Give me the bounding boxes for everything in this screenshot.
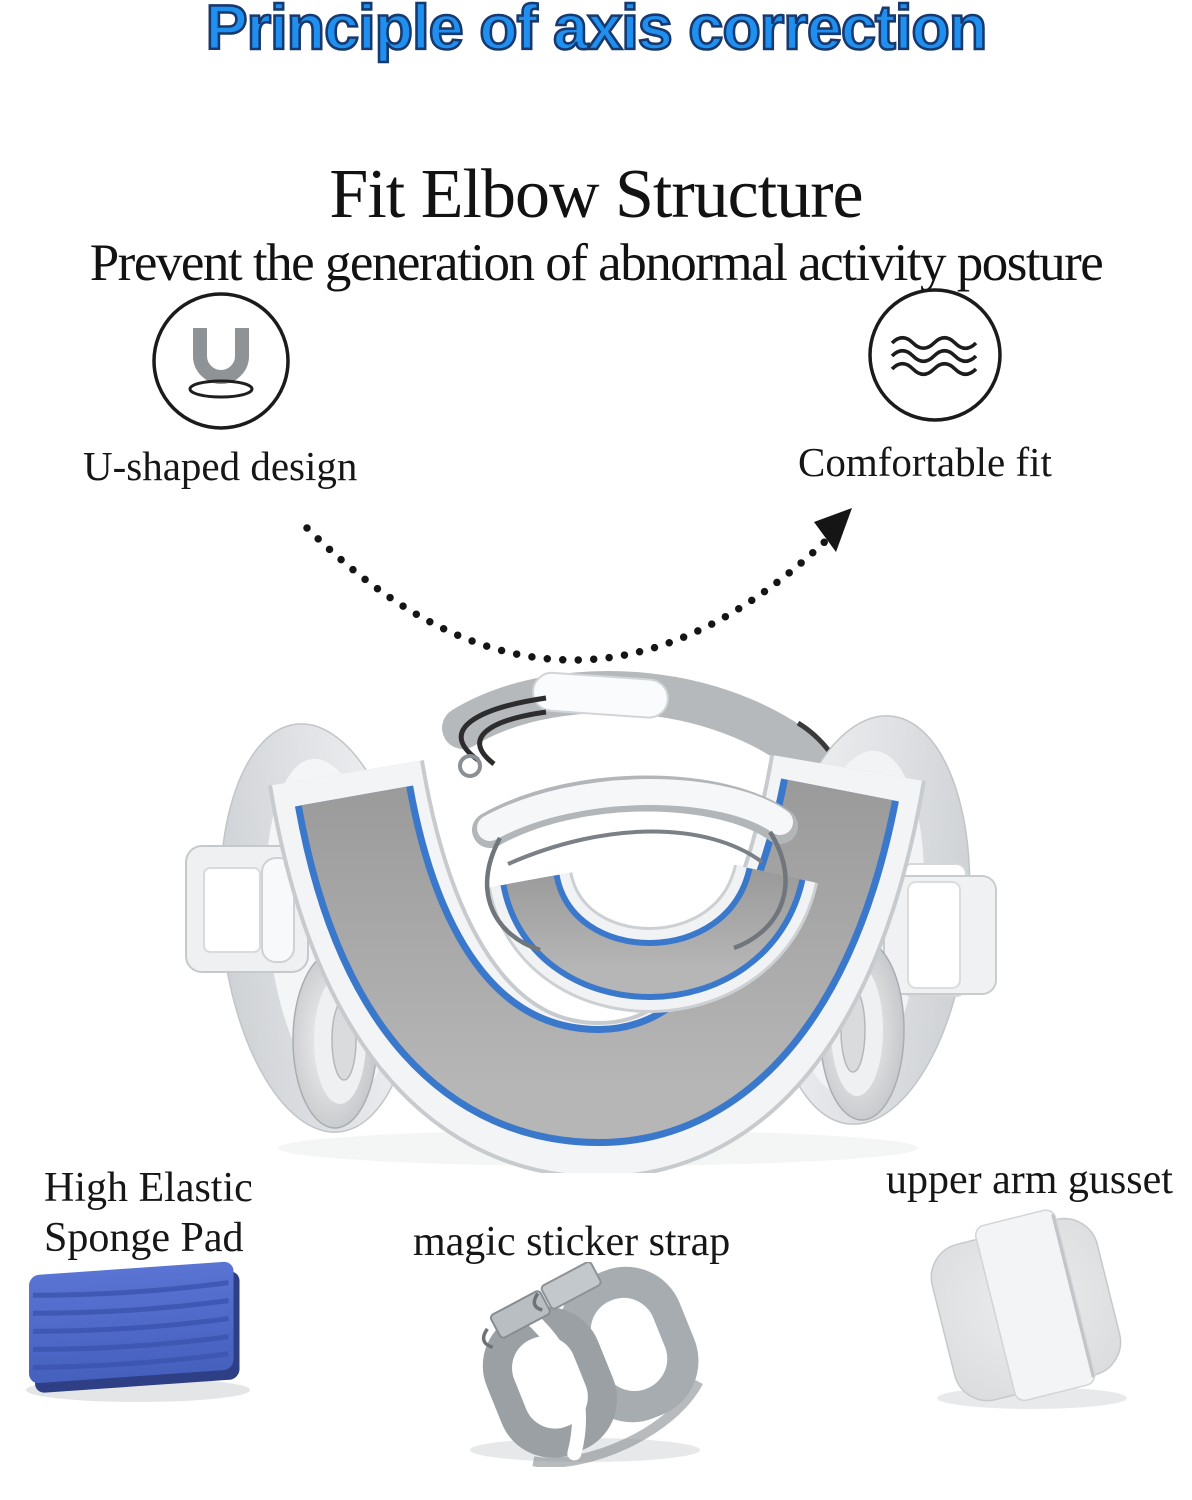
product-image: [185, 671, 997, 1173]
part-label-sticker-strap: magic sticker strap: [413, 1219, 731, 1265]
part-label-arm-gusset: upper arm gusset: [886, 1157, 1173, 1203]
feature-label-comfortable: Comfortable fit: [798, 439, 1052, 485]
waves-icon: [868, 288, 1002, 422]
sponge-pad-image: [26, 1261, 250, 1402]
handle-arc: [458, 754, 798, 953]
dotted-arrow: [303, 508, 852, 664]
feature-label-u-shaped: U-shaped design: [83, 443, 358, 489]
arrowhead: [814, 508, 852, 552]
page-title: Principle of axis correction: [204, 0, 988, 63]
inner-u-pad: [487, 862, 818, 1013]
u-shape-icon: [152, 292, 290, 430]
section-subheading: Prevent the generation of abnormal activ…: [89, 234, 1104, 292]
sticker-strap-image: [470, 1262, 703, 1467]
section-heading: Fit Elbow Structure: [329, 156, 863, 233]
arm-gusset-image: [930, 1209, 1127, 1409]
right-buckle: [854, 863, 997, 997]
part-label-sponge-pad: High Elastic Sponge Pad: [44, 1165, 253, 1261]
